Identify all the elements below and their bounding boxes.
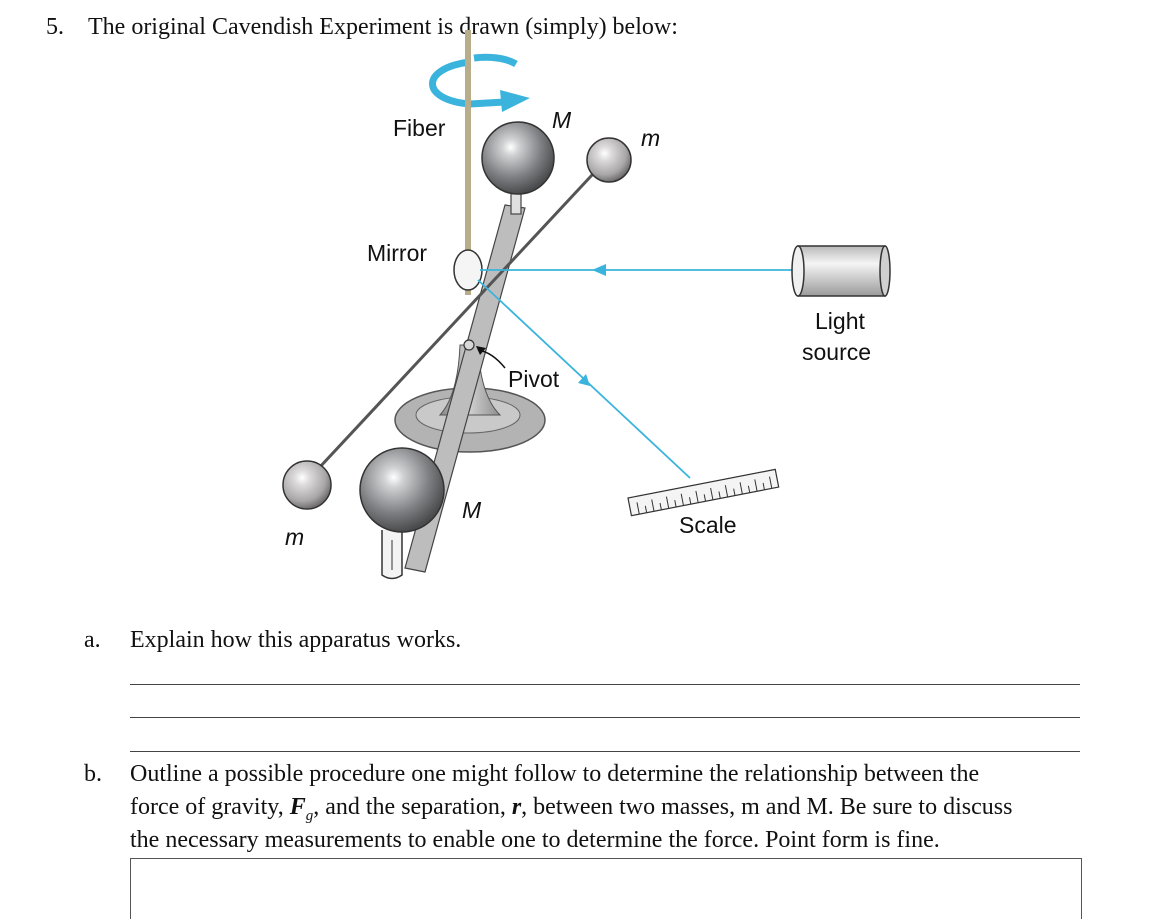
rotation-arrow-head	[500, 90, 530, 112]
label-pivot: Pivot	[508, 366, 560, 392]
scale-tick	[739, 482, 743, 495]
label-scale: Scale	[679, 512, 737, 538]
scale-tick	[703, 494, 707, 502]
scale-tick	[651, 499, 655, 512]
part-a-text: Explain how this apparatus works.	[130, 627, 462, 653]
scale-tick	[754, 479, 758, 492]
answer-line-1[interactable]	[130, 684, 1080, 685]
label-light-source-1: Light	[815, 308, 865, 334]
part-a-letter: a.	[84, 627, 101, 653]
rotation-arrow-tail	[473, 53, 518, 68]
scale-tick	[747, 485, 751, 493]
scale-ruler	[627, 468, 780, 517]
scale-tick	[688, 497, 692, 505]
scale-tick	[762, 482, 765, 490]
rotation-arrow	[429, 58, 506, 108]
part-b-line-2: force of gravity, Fg, and the separation…	[130, 794, 1013, 824]
cavendish-diagram: Fiber Mirror Pivot Light source Scale M …	[282, 30, 891, 580]
scale-tick	[733, 488, 736, 496]
label-big-mass-top: M	[552, 107, 572, 133]
small-mass-top	[586, 137, 632, 183]
scale-tick	[665, 496, 670, 509]
label-big-mass-bottom: M	[462, 497, 482, 523]
big-mass-top	[481, 121, 555, 195]
scale-tick	[769, 476, 773, 489]
pivot-point	[463, 339, 475, 351]
light-source-face	[791, 245, 805, 297]
answer-line-2[interactable]	[130, 717, 1080, 718]
label-small-mass-bottom: m	[285, 524, 304, 550]
torsion-rod	[303, 158, 608, 485]
label-mirror: Mirror	[367, 240, 427, 266]
light-source-body	[797, 245, 886, 297]
label-light-source-2: source	[802, 339, 871, 365]
mirror	[453, 249, 483, 291]
force-symbol: F	[289, 794, 306, 820]
question-title: The original Cavendish Experiment is dra…	[88, 14, 678, 40]
label-small-mass-top: m	[641, 125, 660, 151]
light-beam-incident-arrow	[592, 264, 606, 276]
big-mass-bottom	[359, 447, 445, 533]
scale-tick	[718, 491, 721, 499]
part-b-letter: b.	[84, 761, 102, 787]
question-number: 5.	[46, 14, 64, 40]
scale-tick	[695, 490, 699, 503]
part-b-line-1: Outline a possible procedure one might f…	[130, 761, 980, 787]
label-fiber: Fiber	[393, 115, 446, 141]
scale-tick	[680, 493, 684, 506]
light-beam-reflected-arrow	[578, 374, 590, 386]
scale-tick	[644, 505, 648, 513]
scale-tick	[636, 502, 640, 515]
scale-tick	[674, 500, 677, 508]
small-mass-bottom	[282, 460, 332, 510]
scale-tick	[659, 502, 662, 510]
part-b-line-3: the necessary measurements to enable one…	[130, 827, 940, 853]
separation-symbol: r	[511, 794, 522, 820]
question-heading: 5. The original Cavendish Experiment is d…	[46, 14, 678, 41]
answer-box-part-b[interactable]	[130, 858, 1082, 919]
answer-line-3[interactable]	[130, 751, 1080, 752]
scale-tick	[724, 485, 729, 498]
scale-tick	[710, 487, 714, 500]
